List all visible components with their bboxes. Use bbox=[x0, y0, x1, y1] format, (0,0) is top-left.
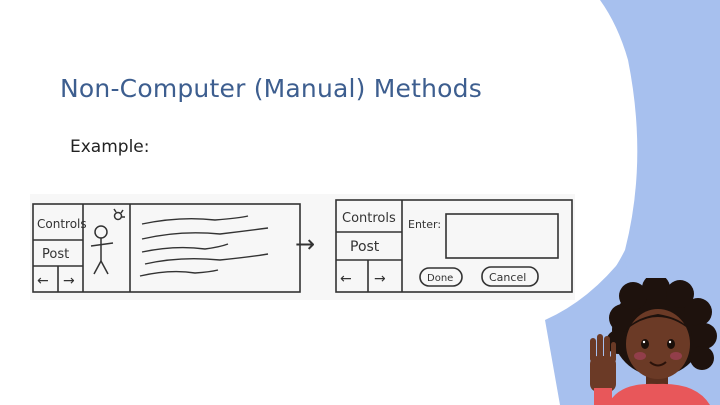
shirt bbox=[608, 383, 710, 405]
sketch-forward-arrow: → bbox=[63, 273, 75, 289]
sketch-text-lines bbox=[139, 215, 269, 277]
paper-prototype-sketch: Controls Post ← → → Controls Post ← → bbox=[30, 194, 575, 300]
sketch-back-arrow: ← bbox=[37, 273, 49, 289]
waving-character-avatar bbox=[590, 278, 717, 405]
transition-arrow: → bbox=[295, 230, 315, 258]
sketch-screen-after bbox=[335, 199, 573, 293]
face bbox=[626, 309, 690, 379]
sketch-screen-before bbox=[32, 203, 301, 293]
waving-hand-icon bbox=[590, 334, 616, 405]
stick-figure-icon bbox=[90, 208, 125, 275]
sketch-post-label: Post bbox=[350, 239, 380, 255]
sketch-post-label: Post bbox=[42, 247, 69, 262]
sketch-forward-arrow: → bbox=[374, 271, 386, 287]
sketch-cancel-button: Cancel bbox=[489, 271, 526, 284]
bubble-tail bbox=[545, 255, 640, 405]
sketch-controls-label: Controls bbox=[37, 217, 87, 231]
example-label: Example: bbox=[70, 137, 150, 157]
sketch-controls-label: Controls bbox=[342, 211, 396, 226]
sketch-back-arrow: ← bbox=[340, 271, 352, 287]
slide-title: Non-Computer (Manual) Methods bbox=[60, 74, 482, 103]
sketch-done-button: Done bbox=[427, 273, 453, 284]
sketch-enter-label: Enter: bbox=[408, 218, 441, 231]
